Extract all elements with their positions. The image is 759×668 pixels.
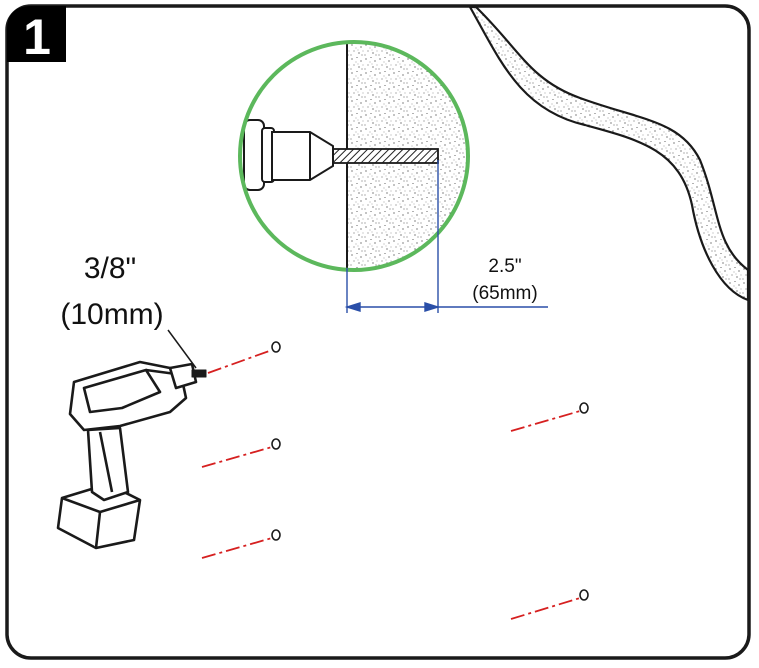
detail-circle (238, 40, 470, 272)
depth-mm-label: (65mm) (472, 283, 537, 304)
cordless-drill-icon (56, 360, 207, 550)
step-badge: 1 (7, 6, 66, 65)
drill-hole-icon (271, 341, 281, 353)
bit-size-leader (167, 329, 197, 369)
drill-hole-icon (579, 402, 589, 414)
drill-hole-guides (201, 341, 589, 620)
step-number: 1 (23, 9, 51, 65)
depth-inches-label: 2.5" (488, 256, 521, 277)
drill-hole (201, 438, 281, 468)
bit-size-mm-label: (10mm) (60, 298, 163, 331)
drilled-hole (332, 148, 439, 164)
drill-hole (510, 402, 589, 432)
drill-hole (510, 589, 589, 620)
drill-hole (201, 529, 281, 559)
frame (5, 4, 751, 660)
depth-dimension (344, 160, 548, 313)
drill-hole-icon (271, 438, 281, 450)
wall-edge (468, 5, 750, 302)
drill-chuck-icon (243, 119, 334, 191)
drill-hole (207, 341, 281, 374)
bit-size-inches-label: 3/8" (84, 252, 136, 285)
drill-hole-icon (579, 589, 589, 601)
drill-hole-icon (271, 529, 281, 541)
